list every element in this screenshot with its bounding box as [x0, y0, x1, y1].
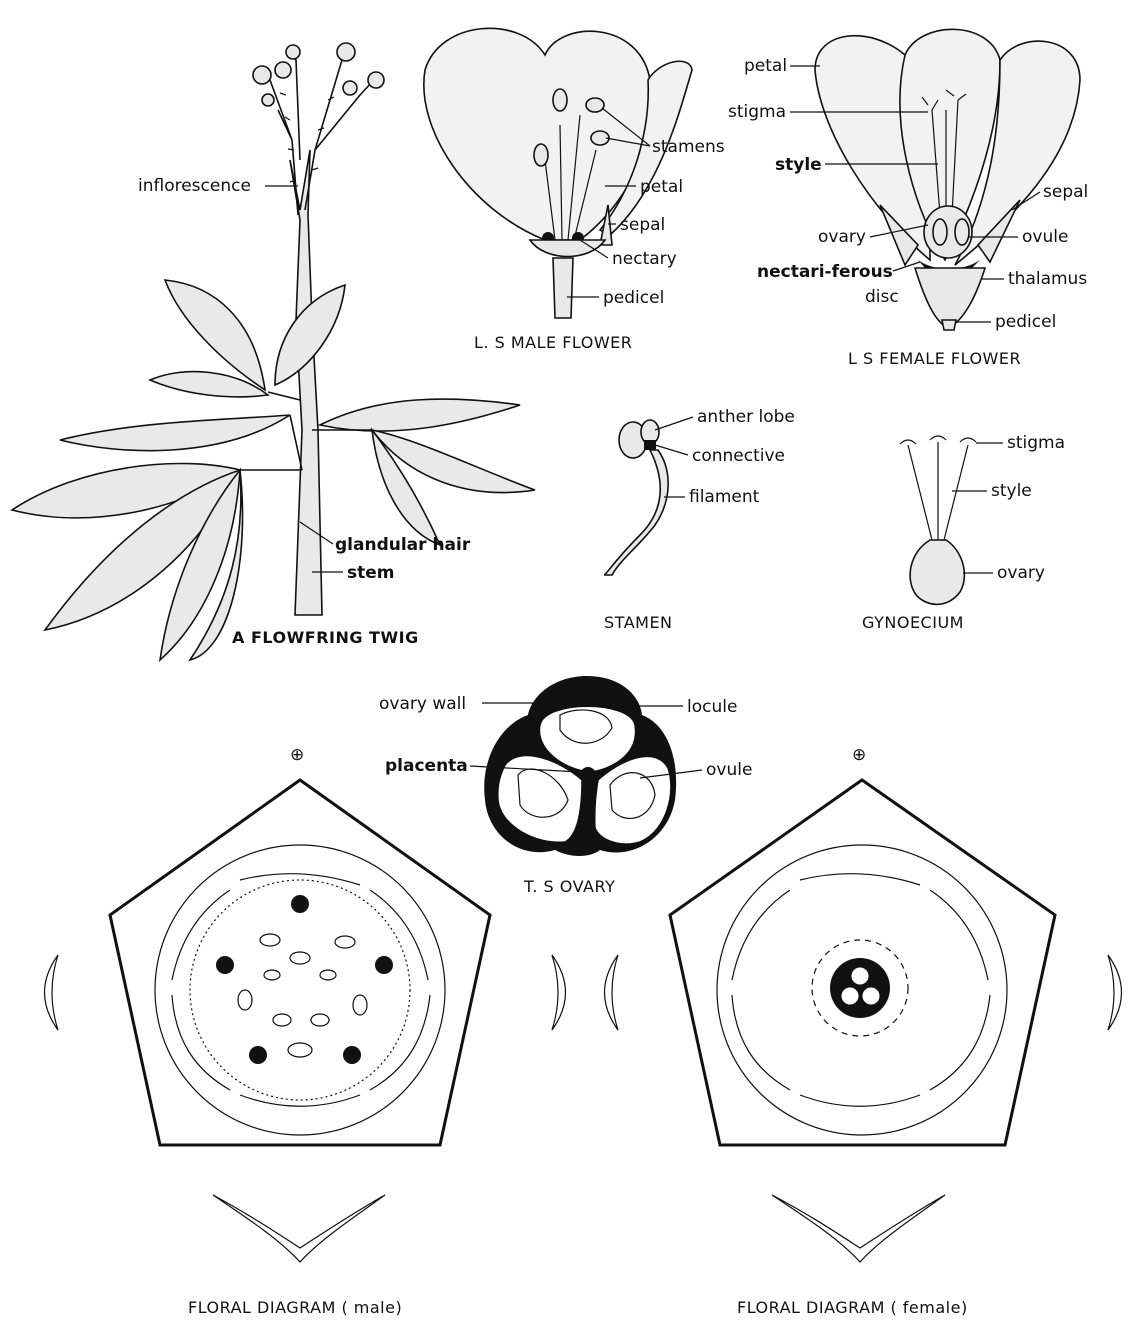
label-ovary-wall: ovary wall [379, 694, 466, 714]
label-male-pedicel: pedicel [603, 288, 664, 308]
label-female-style: style [775, 155, 822, 175]
label-gyn-style: style [991, 481, 1032, 501]
male-bract-bottom [213, 1195, 385, 1262]
male-calyx-pentagon [110, 780, 490, 1145]
label-nectariferous: nectari-ferous [757, 262, 893, 282]
caption-flowering-twig: A FLOWFRING TWIG [232, 628, 419, 647]
female-bract-right [1108, 955, 1122, 1030]
female-thalamus [915, 268, 985, 328]
label-nectary: nectary [612, 249, 677, 269]
label-female-sepal: sepal [1043, 182, 1088, 202]
leaf [60, 415, 290, 451]
floral-symbol-female: ⊕ [852, 745, 866, 765]
inflorescence-flowers [253, 43, 384, 106]
male-nectaries [216, 895, 393, 1064]
label-locule: locule [687, 697, 737, 717]
male-bract-right [552, 955, 566, 1030]
label-female-ovary: ovary [818, 227, 866, 247]
label-stamens: stamens [652, 137, 725, 157]
caption-ls-female-flower: L S FEMALE FLOWER [848, 349, 1021, 368]
placenta [580, 767, 596, 783]
female-pedicel [942, 320, 956, 330]
label-ts-ovule: ovule [706, 760, 752, 780]
label-female-petal: petal [744, 56, 787, 76]
caption-gynoecium: GYNOECIUM [862, 613, 964, 632]
ls-male-flower [424, 28, 692, 318]
label-male-petal: petal [640, 177, 683, 197]
caption-ts-ovary: T. S OVARY [523, 877, 615, 896]
male-pedicel [553, 258, 573, 318]
connective [644, 440, 656, 450]
label-thalamus: thalamus [1008, 269, 1087, 289]
label-disc: disc [865, 287, 899, 307]
stamen-drawing [604, 420, 668, 575]
floral-diagram-male: ⊕ FLORAL DIAGRAM ( male) [45, 745, 566, 1317]
caption-floral-male: FLORAL DIAGRAM ( male) [188, 1298, 402, 1317]
label-anther-lobe: anther lobe [697, 407, 795, 427]
male-bract-left [45, 955, 59, 1030]
caption-ls-male-flower: L. S MALE FLOWER [474, 333, 632, 352]
gynoecium-drawing [900, 436, 976, 604]
label-inflorescence: inflorescence [138, 176, 251, 196]
label-gyn-ovary: ovary [997, 563, 1045, 583]
leaf [320, 399, 520, 431]
label-female-pedicel: pedicel [995, 312, 1056, 332]
label-male-sepal: sepal [620, 215, 665, 235]
label-glandular-hair: glandular hair [335, 535, 471, 555]
floral-symbol-male: ⊕ [290, 745, 304, 765]
floral-diagram-female: ⊕ FLORAL DIAGRAM ( female) [605, 745, 1122, 1317]
label-female-ovule: ovule [1022, 227, 1068, 247]
label-stem: stem [347, 563, 395, 583]
male-corolla-circle [155, 845, 445, 1135]
female-ovule [955, 219, 969, 245]
female-bract-bottom [772, 1195, 945, 1262]
filament [604, 450, 668, 575]
male-anthers [238, 934, 367, 1057]
female-bract-left [605, 955, 619, 1030]
caption-floral-female: FLORAL DIAGRAM ( female) [737, 1298, 968, 1317]
label-gyn-stigma: stigma [1007, 433, 1065, 453]
gynoecium-ovary [910, 540, 964, 604]
label-placenta: placenta [385, 756, 468, 776]
label-connective: connective [692, 446, 785, 466]
twig-stem [290, 150, 322, 615]
label-filament: filament [689, 487, 760, 507]
caption-stamen: STAMEN [604, 613, 673, 632]
label-female-stigma: stigma [728, 102, 786, 122]
